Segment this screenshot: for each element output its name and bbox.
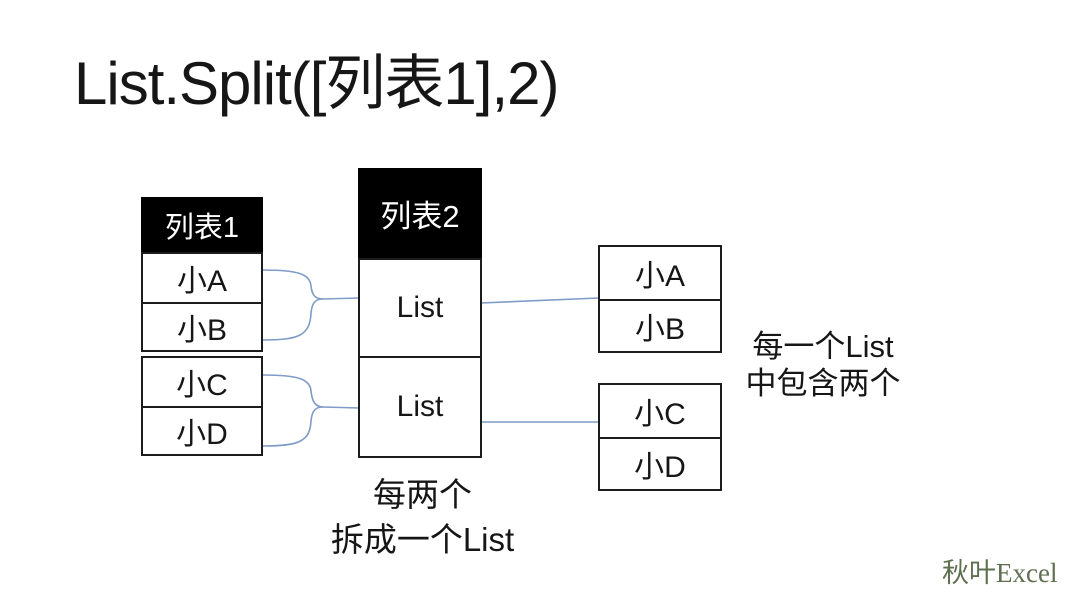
source-cell-b: 小B (143, 302, 261, 350)
annotation-bottom-line-1: 每两个 (373, 476, 472, 513)
brace-connector-icon (262, 269, 324, 300)
page-title: List.Split([列表1],2) (74, 50, 559, 117)
annotation-right-line-1: 每一个List (752, 329, 894, 364)
source-cell-d: 小D (143, 406, 261, 454)
split-table-header: 列表2 (358, 168, 482, 258)
output2-cell-c: 小C (600, 385, 720, 437)
source-table-group-2: 小C 小D (141, 356, 263, 456)
split-cell-list-1: List (360, 260, 480, 356)
brace-connector-icon (262, 406, 324, 447)
watermark: 秋叶Excel (942, 558, 1058, 588)
output1-cell-b: 小B (600, 299, 720, 351)
brace-connector-icon (262, 298, 324, 341)
group-divider (141, 352, 263, 356)
output2-cell-d: 小D (600, 437, 720, 489)
split-cell-list-2: List (360, 356, 480, 456)
source-table-group-1: 小A 小B (141, 252, 263, 352)
source-table: 列表1 小A 小B 小C 小D (141, 197, 263, 456)
annotation-right-line-2: 中包含两个 (745, 366, 901, 401)
output-table-2-body: 小C 小D (598, 383, 722, 491)
output-table-1-body: 小A 小B (598, 245, 722, 353)
source-table-header: 列表1 (141, 197, 263, 252)
source-cell-a: 小A (143, 254, 261, 302)
annotation-bottom-line-2: 拆成一个List (330, 521, 515, 558)
brace-tail-connector-icon (322, 406, 360, 409)
source-cell-c: 小C (143, 358, 261, 406)
output-table-1: 小A 小B (598, 245, 722, 353)
output-table-2: 小C 小D (598, 383, 722, 491)
brace-connector-icon (262, 374, 324, 408)
straight-connector-icon (480, 297, 600, 304)
output1-cell-a: 小A (600, 247, 720, 299)
split-table: 列表2 List List (358, 168, 482, 458)
annotation-right: 每一个List 中包含两个 (728, 328, 918, 402)
annotation-bottom: 每两个 拆成一个List (310, 472, 535, 562)
brace-tail-connector-icon (322, 297, 360, 300)
split-table-body: List List (358, 258, 482, 458)
